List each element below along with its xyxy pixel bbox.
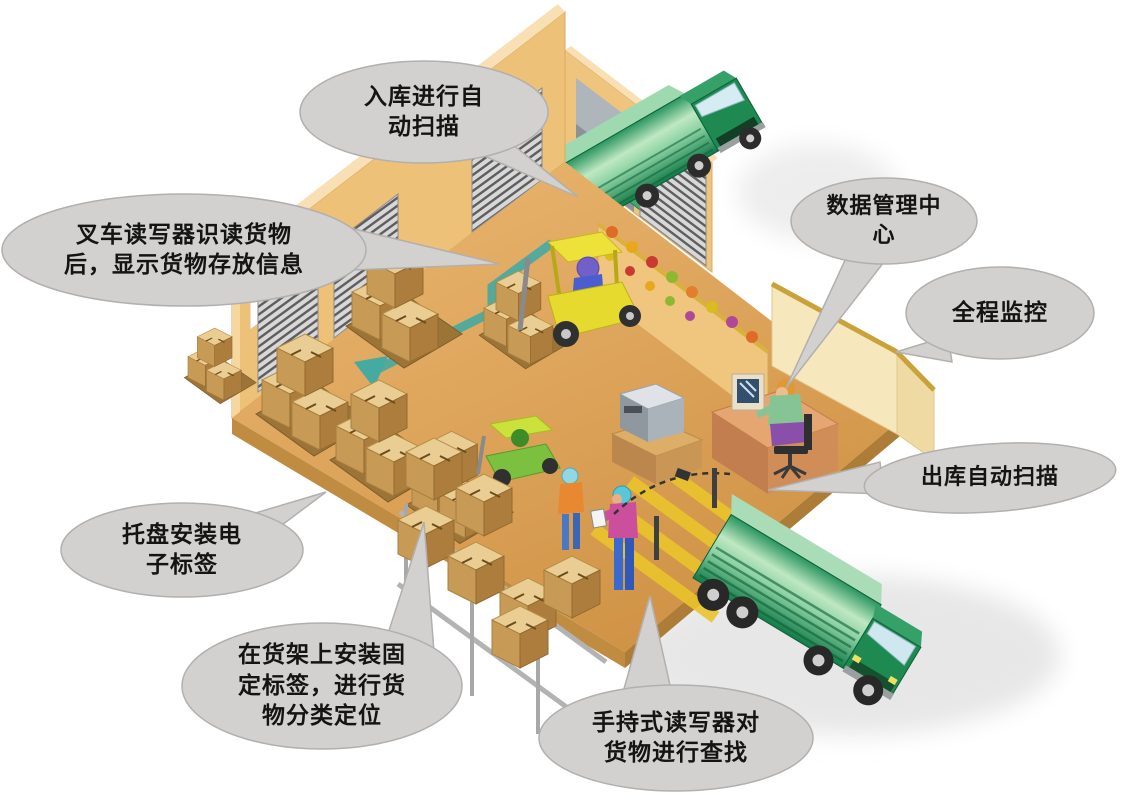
worker-orange [558,467,584,550]
goods-shelf-partition [596,222,770,425]
callout-bubble-shelf-tag [181,622,463,750]
desk-operator [756,379,806,446]
callout-bubble-inbound [299,60,549,164]
callout-bubble-handheld [538,684,814,792]
green-forklift [476,415,561,487]
fixed-reader [674,467,691,482]
callout-bubbles [1,60,1117,792]
callout-bubble-data-center [790,177,978,265]
callout-bubble-pallet-tag [60,502,304,598]
callout-bubble-monitoring [905,266,1095,360]
callout-bubble-outbound [863,442,1117,514]
yellow-forklift [479,231,641,369]
goods-items [605,226,758,343]
handheld-reader-device [590,508,608,529]
office-chair [773,414,812,479]
callout-bubble-forklift-reader [1,193,367,307]
green-truck-outbound [692,493,923,706]
office-desk [710,373,840,494]
scanner-machine [610,383,704,484]
desk-computer [731,373,765,411]
